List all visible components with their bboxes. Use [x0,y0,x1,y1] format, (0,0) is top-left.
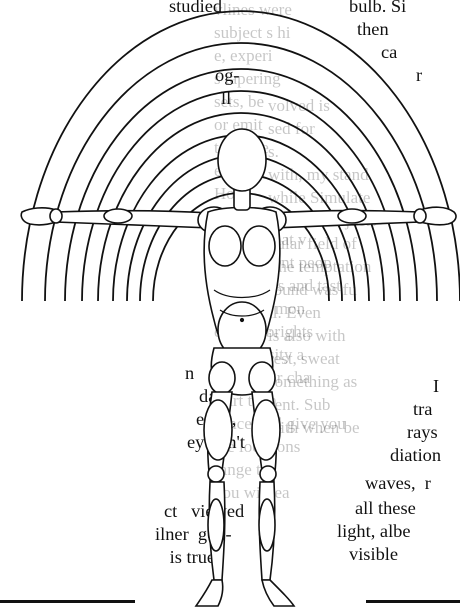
mannequin-figure [21,129,456,606]
left-rule [0,600,135,603]
right-rule [366,600,460,603]
